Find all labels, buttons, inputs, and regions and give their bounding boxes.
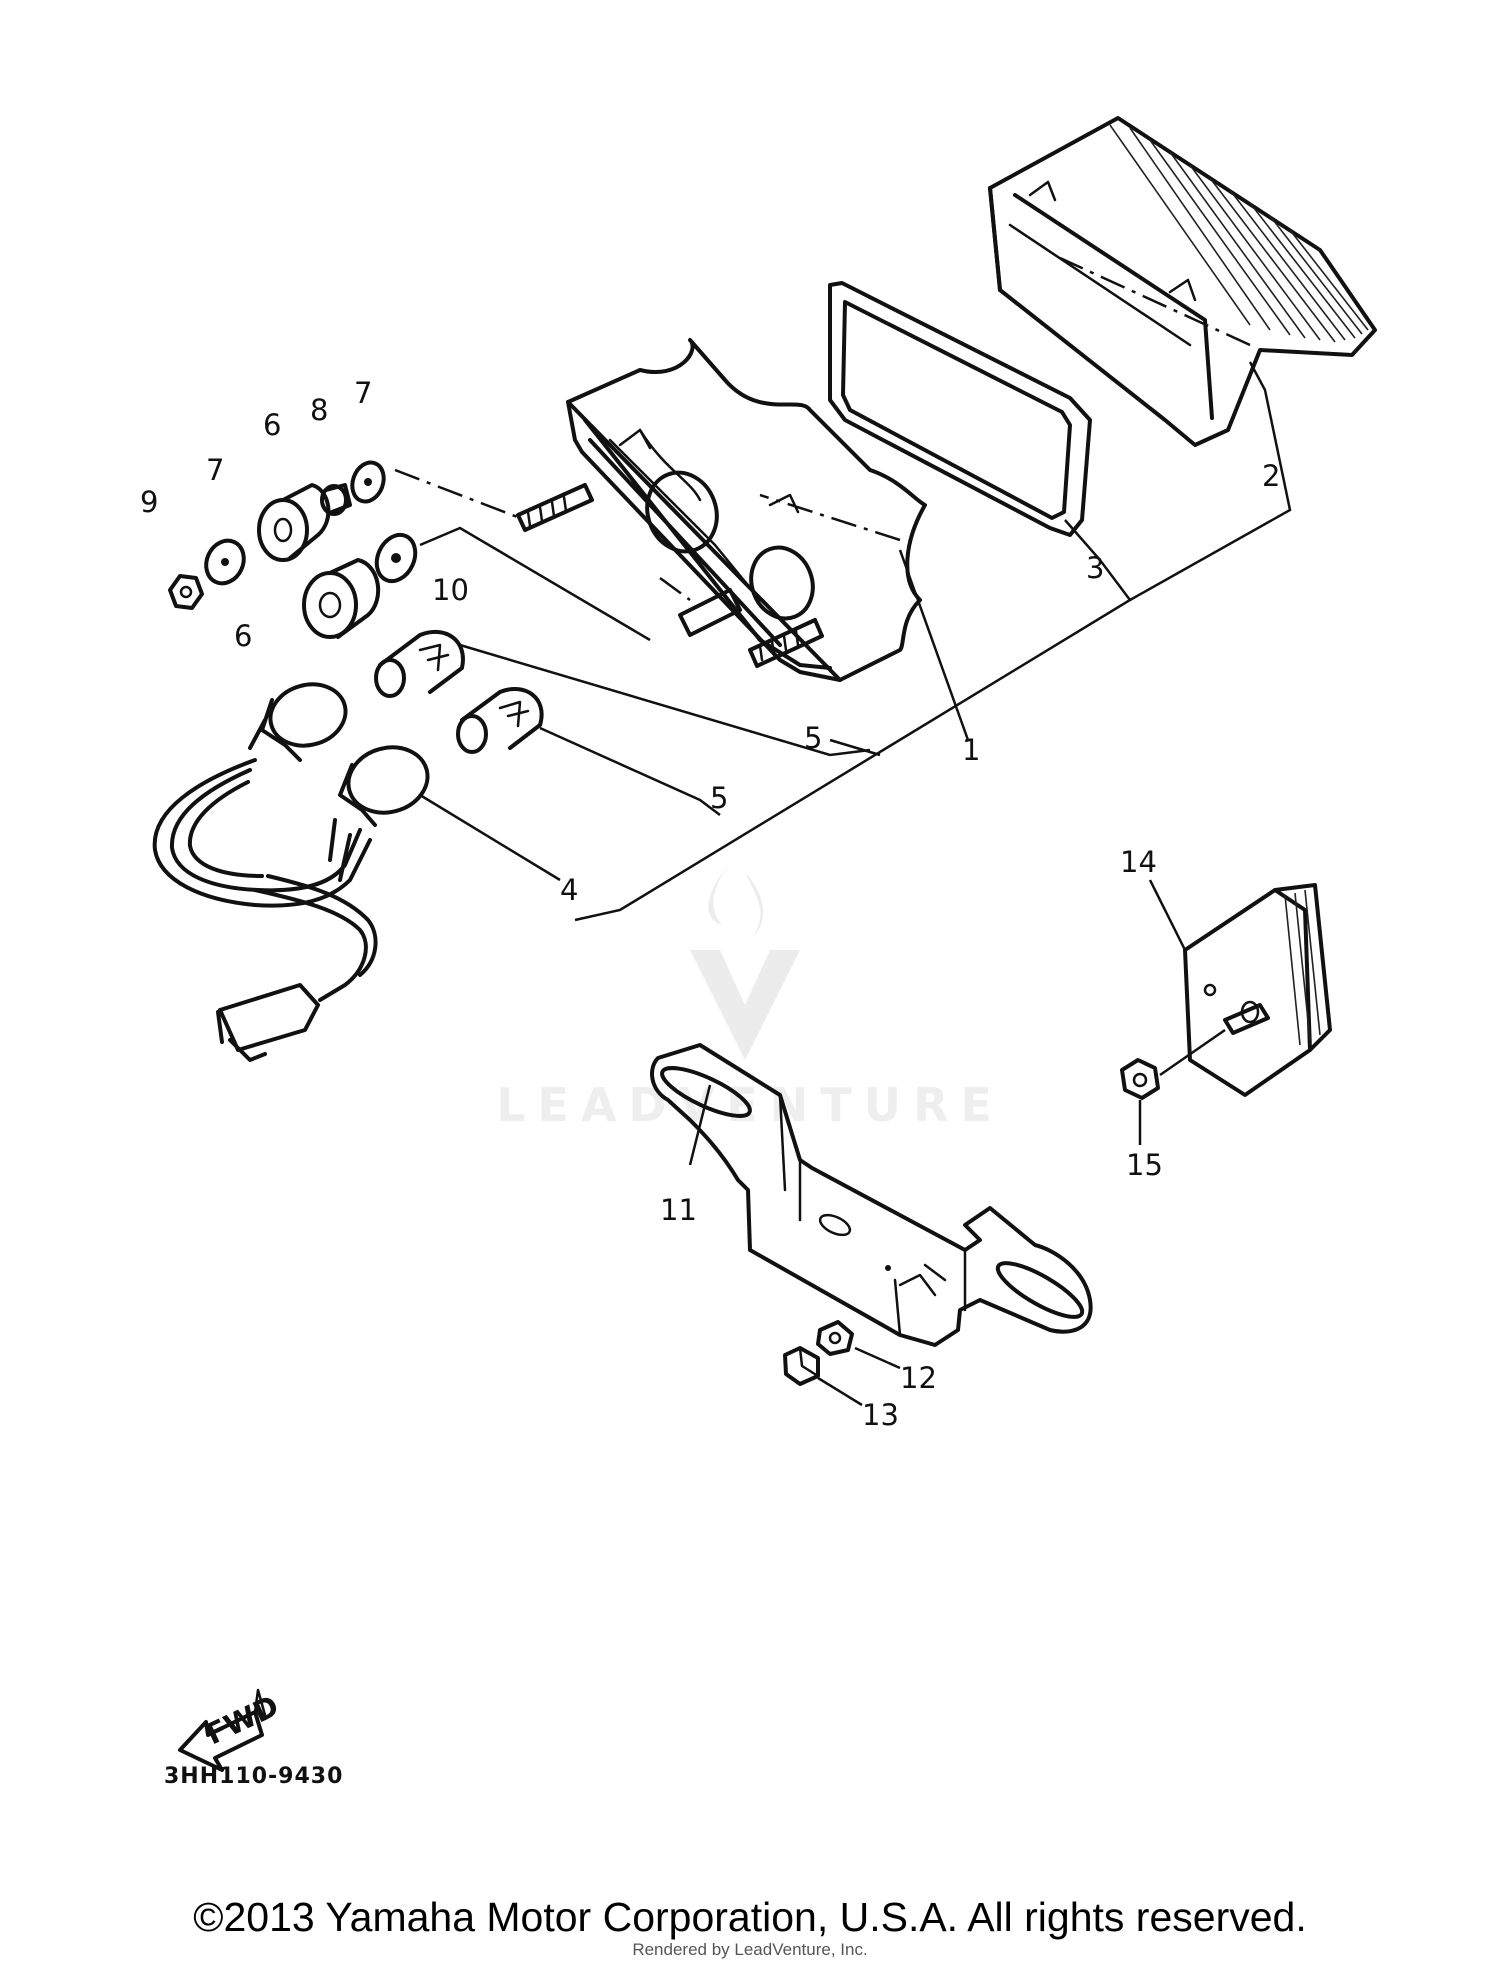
nut-9: [168, 574, 204, 610]
nut-13: [783, 1346, 820, 1386]
collar-8: [320, 483, 352, 516]
callout-4: 4: [560, 873, 578, 907]
grommet-6-lower: [302, 558, 381, 639]
watermark-brand: LEADVENTURE: [496, 1078, 1004, 1132]
callout-7b: 7: [354, 376, 372, 410]
lens-hatching: [1109, 124, 1369, 343]
washer-7-upper: [350, 460, 386, 504]
drawing-code: 3HH110-9430: [164, 1764, 344, 1789]
callout-13: 13: [862, 1398, 899, 1432]
washer-12: [816, 1320, 854, 1356]
lens-gasket: [828, 281, 1092, 537]
tail-lamp-lens: [988, 116, 1377, 447]
fwd-label: FWD: [201, 1688, 284, 1751]
reflector-14: [1183, 883, 1332, 1097]
washer-10: [374, 532, 418, 584]
grommet-6-upper: [257, 483, 331, 562]
callout-12: 12: [900, 1361, 937, 1395]
callout-6b: 6: [234, 619, 252, 653]
callout-1: 1: [962, 733, 980, 767]
nut-15: [1120, 1058, 1160, 1100]
callout-8: 8: [310, 393, 328, 427]
callout-5a: 5: [804, 721, 822, 755]
callout-7a: 7: [206, 453, 224, 487]
callout-2: 2: [1262, 459, 1280, 493]
callout-6a: 6: [263, 408, 281, 442]
tail-lamp-housing: [516, 338, 927, 682]
socket-wire-harness: [152, 682, 430, 1062]
license-bracket-11: [650, 1043, 1093, 1347]
callout-3: 3: [1086, 551, 1104, 585]
callout-14: 14: [1120, 845, 1157, 879]
callout-10: 10: [432, 573, 469, 607]
callout-15: 15: [1126, 1148, 1163, 1182]
washer-7-lower: [204, 538, 246, 586]
rendered-by-credit: Rendered by LeadVenture, Inc.: [632, 1940, 868, 1959]
callout-5b: 5: [710, 781, 728, 815]
bulb-5-upper: [374, 629, 465, 698]
watermark-logo-icon: [690, 858, 800, 1060]
fwd-arrow-icon: FWD: [178, 1688, 284, 1772]
callout-11: 11: [660, 1193, 697, 1227]
copyright-notice: ©2013 Yamaha Motor Corporation, U.S.A. A…: [193, 1894, 1307, 1940]
bulb-5-lower: [456, 687, 544, 754]
callout-9: 9: [140, 485, 158, 519]
